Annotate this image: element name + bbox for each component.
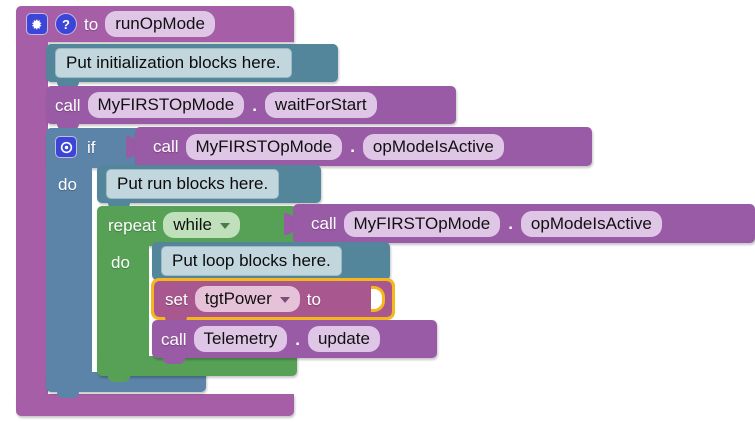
call-method-field[interactable]: waitForStart — [264, 92, 377, 118]
call-label: call — [161, 329, 187, 349]
call-label: call — [55, 95, 81, 115]
gear-icon[interactable] — [55, 136, 77, 158]
set-variable-row: set tgtPower to — [154, 281, 330, 317]
block-notch-bottom — [108, 376, 130, 382]
repeat-mode-value: while — [173, 215, 212, 234]
block-notch — [163, 320, 185, 325]
comment-loop-text[interactable]: Put loop blocks here. — [161, 246, 342, 276]
if-label: if — [87, 137, 96, 157]
comment-init-text[interactable]: Put initialization blocks here. — [55, 48, 292, 78]
chevron-down-icon — [279, 296, 290, 303]
set-value-socket[interactable] — [371, 286, 385, 312]
block-notch — [57, 128, 79, 133]
chevron-down-icon — [219, 222, 230, 229]
if-do-row: do — [46, 164, 86, 204]
call-separator: . — [508, 214, 513, 233]
if-block-spine — [46, 164, 92, 380]
repeat-block-spine — [97, 242, 149, 362]
procedure-name-field[interactable]: runOpMode — [105, 11, 215, 37]
call-label: call — [311, 214, 337, 233]
block-notch — [108, 165, 130, 170]
if-condition-socket[interactable] — [126, 136, 137, 158]
repeat-mode-dropdown[interactable]: while — [163, 212, 240, 238]
comment-run-row: Put run blocks here. — [97, 165, 288, 203]
if-do-label: do — [58, 174, 77, 194]
call-telemetry-row: call Telemetry . update — [152, 320, 389, 358]
block-notch-bottom — [163, 358, 185, 364]
call-label: call — [153, 137, 179, 156]
call-object-field[interactable]: MyFIRSTOpMode — [185, 133, 343, 160]
block-notch — [165, 281, 187, 286]
set-variable-value: tgtPower — [204, 289, 272, 308]
call-object-field[interactable]: Telemetry — [193, 326, 288, 352]
if-block-footer — [46, 372, 206, 392]
repeat-do-row: do — [97, 242, 139, 282]
call-waitforstart-row: call MyFIRSTOpMode . waitForStart — [46, 86, 386, 124]
repeat-condition-socket[interactable] — [284, 213, 295, 235]
comment-run-text[interactable]: Put run blocks here. — [106, 169, 280, 199]
call-method-field[interactable]: opModeIsActive — [362, 133, 504, 160]
block-notch-bottom — [57, 82, 79, 88]
procedure-header-row[interactable]: ? to runOpMode — [16, 6, 224, 42]
block-notch — [57, 44, 79, 49]
call-separator: . — [350, 137, 355, 156]
block-notch — [108, 206, 130, 211]
block-notch — [57, 86, 79, 91]
if-header-row: if — [46, 128, 105, 166]
procedure-block-spine — [16, 38, 48, 398]
comment-init-row: Put initialization blocks here. — [46, 44, 301, 82]
procedure-block-footer — [16, 394, 294, 416]
set-to-label: to — [306, 289, 321, 309]
repeat-header-row: repeat while — [97, 206, 249, 244]
procedure-to-label: to — [84, 14, 99, 34]
call-separator: . — [295, 329, 300, 349]
set-variable-dropdown[interactable]: tgtPower — [194, 286, 300, 312]
block-notch-bottom — [57, 124, 79, 130]
block-notch-bottom — [57, 392, 79, 398]
repeat-condition-row: call MyFIRSTOpMode . opModeIsActive — [293, 204, 671, 243]
repeat-block-footer — [97, 356, 297, 376]
call-separator: . — [252, 95, 257, 115]
block-notch — [163, 242, 185, 247]
set-label: set — [165, 289, 188, 309]
call-method-field[interactable]: update — [307, 326, 380, 352]
repeat-do-label: do — [111, 252, 130, 272]
gear-icon[interactable] — [26, 13, 48, 35]
if-condition-row: call MyFIRSTOpMode . opModeIsActive — [135, 127, 513, 166]
comment-loop-row: Put loop blocks here. — [152, 242, 351, 280]
repeat-label: repeat — [108, 215, 157, 235]
help-icon[interactable]: ? — [55, 13, 77, 35]
call-method-field[interactable]: opModeIsActive — [520, 210, 662, 237]
call-object-field[interactable]: MyFIRSTOpMode — [343, 210, 501, 237]
call-object-field[interactable]: MyFIRSTOpMode — [87, 92, 245, 118]
